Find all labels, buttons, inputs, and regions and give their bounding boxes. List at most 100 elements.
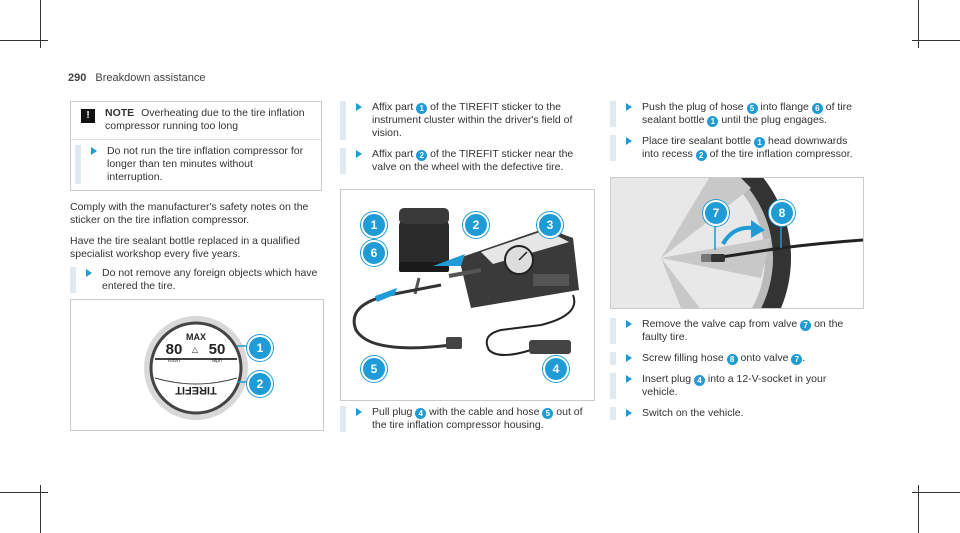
callout-2: 2	[463, 212, 489, 238]
figure-wheel-valve: 7 8	[610, 177, 864, 309]
step: Insert plug 4 into a 12-V-socket in your…	[610, 373, 862, 399]
step: Affix part 2 of the TIREFIT sticker near…	[340, 148, 592, 174]
column-3: Push the plug of hose 5 into flange 6 of…	[610, 101, 862, 169]
callout-badge: 4	[693, 375, 705, 386]
callout-1: 1	[247, 335, 273, 361]
callout-2: 2	[247, 371, 273, 397]
step-text: Switch on the vehicle.	[642, 407, 744, 419]
step-arrow-icon	[626, 409, 632, 417]
callout-badge: 2	[695, 150, 707, 161]
paragraph: Comply with the manufacturer's safety no…	[70, 201, 309, 226]
step-arrow-icon	[356, 408, 362, 416]
crop-mark	[40, 485, 41, 533]
step-bar	[610, 318, 616, 344]
step-text: Screw filling hose 8 onto valve 7.	[642, 352, 806, 365]
column-1: ! NOTE Overheating due to the tire infla…	[70, 101, 322, 301]
compressor-illustration	[352, 208, 579, 356]
crop-mark	[0, 492, 48, 493]
callout-5: 5	[361, 356, 387, 382]
callout-badge: 1	[707, 116, 719, 127]
step: Pull plug 4 with the cable and hose 5 ou…	[340, 406, 592, 432]
callout-badge: 4	[415, 408, 427, 419]
callout-8: 8	[769, 200, 795, 226]
crop-mark	[0, 40, 48, 41]
callout-badge: 5	[542, 408, 554, 419]
step-text: Insert plug 4 into a 12-V-socket in your…	[642, 373, 827, 398]
page-number: 290	[68, 72, 87, 84]
column-3-bottom: Remove the valve cap from valve 7 on the…	[610, 318, 862, 428]
note-action: Do not run the tire inflation compressor…	[107, 145, 304, 183]
sticker-illustration: MAX 80 △ 50 Km/h Mph TIREFIT	[144, 316, 249, 420]
callout-badge: 2	[416, 150, 428, 161]
step-bar	[610, 135, 616, 161]
step-arrow-icon	[91, 147, 97, 155]
warning-triangle-icon: △	[192, 345, 199, 354]
note-title: NOTE	[105, 107, 135, 119]
callout-4: 4	[543, 356, 569, 382]
step: Do not remove any foreign objects which …	[70, 267, 322, 293]
sticker-brand: TIREFIT	[175, 384, 217, 396]
wheel-illustration	[611, 178, 863, 308]
step: Place tire sealant bottle 1 head downwar…	[610, 135, 862, 161]
step-text: Push the plug of hose 5 into flange 6 of…	[642, 101, 852, 127]
step-arrow-icon	[626, 103, 632, 111]
callout-badge: 1	[416, 103, 428, 114]
callout-badge: 7	[791, 354, 803, 365]
step-arrow-icon	[356, 103, 362, 111]
figure-tirefit-sticker: MAX 80 △ 50 Km/h Mph TIREFIT 1 2	[70, 299, 324, 431]
step-bar	[70, 267, 76, 293]
step-bar	[610, 407, 616, 420]
sticker-kmh-unit: Km/h	[168, 358, 180, 364]
crop-mark	[918, 0, 919, 48]
step-text: Remove the valve cap from valve 7 on the…	[642, 318, 844, 343]
step-bar	[340, 101, 346, 140]
step-arrow-icon	[626, 320, 632, 328]
step-text: Affix part 1 of the TIREFIT sticker to t…	[372, 101, 573, 139]
step-text: Pull plug 4 with the cable and hose 5 ou…	[372, 406, 583, 431]
sticker-max: MAX	[186, 332, 206, 342]
step: Switch on the vehicle.	[610, 407, 862, 420]
paragraph: Have the tire sealant bottle replaced in…	[70, 235, 300, 260]
callout-6: 6	[361, 240, 387, 266]
step-text: Affix part 2 of the TIREFIT sticker near…	[372, 148, 574, 173]
step: Push the plug of hose 5 into flange 6 of…	[610, 101, 862, 127]
step-text: Place tire sealant bottle 1 head downwar…	[642, 135, 853, 161]
note-box: ! NOTE Overheating due to the tire infla…	[70, 101, 322, 191]
sticker-mph-value: 50	[209, 341, 226, 358]
step-arrow-icon	[86, 269, 92, 277]
callout-3: 3	[537, 212, 563, 238]
callout-badge: 6	[811, 103, 823, 114]
section-title: Breakdown assistance	[95, 72, 206, 84]
page-header: 290 Breakdown assistance	[68, 72, 205, 84]
step-arrow-icon	[626, 354, 632, 362]
column-2-bottom: Pull plug 4 with the cable and hose 5 ou…	[340, 406, 592, 440]
step-bar	[610, 101, 616, 127]
callout-badge: 7	[800, 320, 812, 331]
step-bar	[340, 148, 346, 174]
step: Screw filling hose 8 onto valve 7.	[610, 352, 862, 365]
sticker-mph-unit: Mph	[212, 358, 222, 364]
callout-badge: 8	[726, 354, 738, 365]
crop-mark	[40, 0, 41, 48]
step-arrow-icon	[626, 137, 632, 145]
step-text: Do not remove any foreign objects which …	[102, 267, 318, 292]
step: Affix part 1 of the TIREFIT sticker to t…	[340, 101, 592, 140]
step-bar	[75, 145, 81, 184]
sticker-kmh-value: 80	[166, 341, 183, 358]
step: Remove the valve cap from valve 7 on the…	[610, 318, 862, 344]
note-text: Overheating due to the tire inflation co…	[105, 107, 305, 132]
callout-badge: 5	[746, 103, 758, 114]
figure-compressor: 1 2 3 6 5 4	[340, 189, 595, 401]
crop-mark	[912, 40, 960, 41]
step-arrow-icon	[626, 375, 632, 383]
step-arrow-icon	[356, 150, 362, 158]
callout-badge: 1	[754, 137, 766, 148]
crop-mark	[918, 485, 919, 533]
crop-mark	[912, 492, 960, 493]
callout-1: 1	[361, 212, 387, 238]
callout-7: 7	[703, 200, 729, 226]
column-2: Affix part 1 of the TIREFIT sticker to t…	[340, 101, 592, 182]
warning-icon: !	[81, 109, 95, 123]
step-bar	[610, 352, 616, 365]
step-bar	[340, 406, 346, 432]
